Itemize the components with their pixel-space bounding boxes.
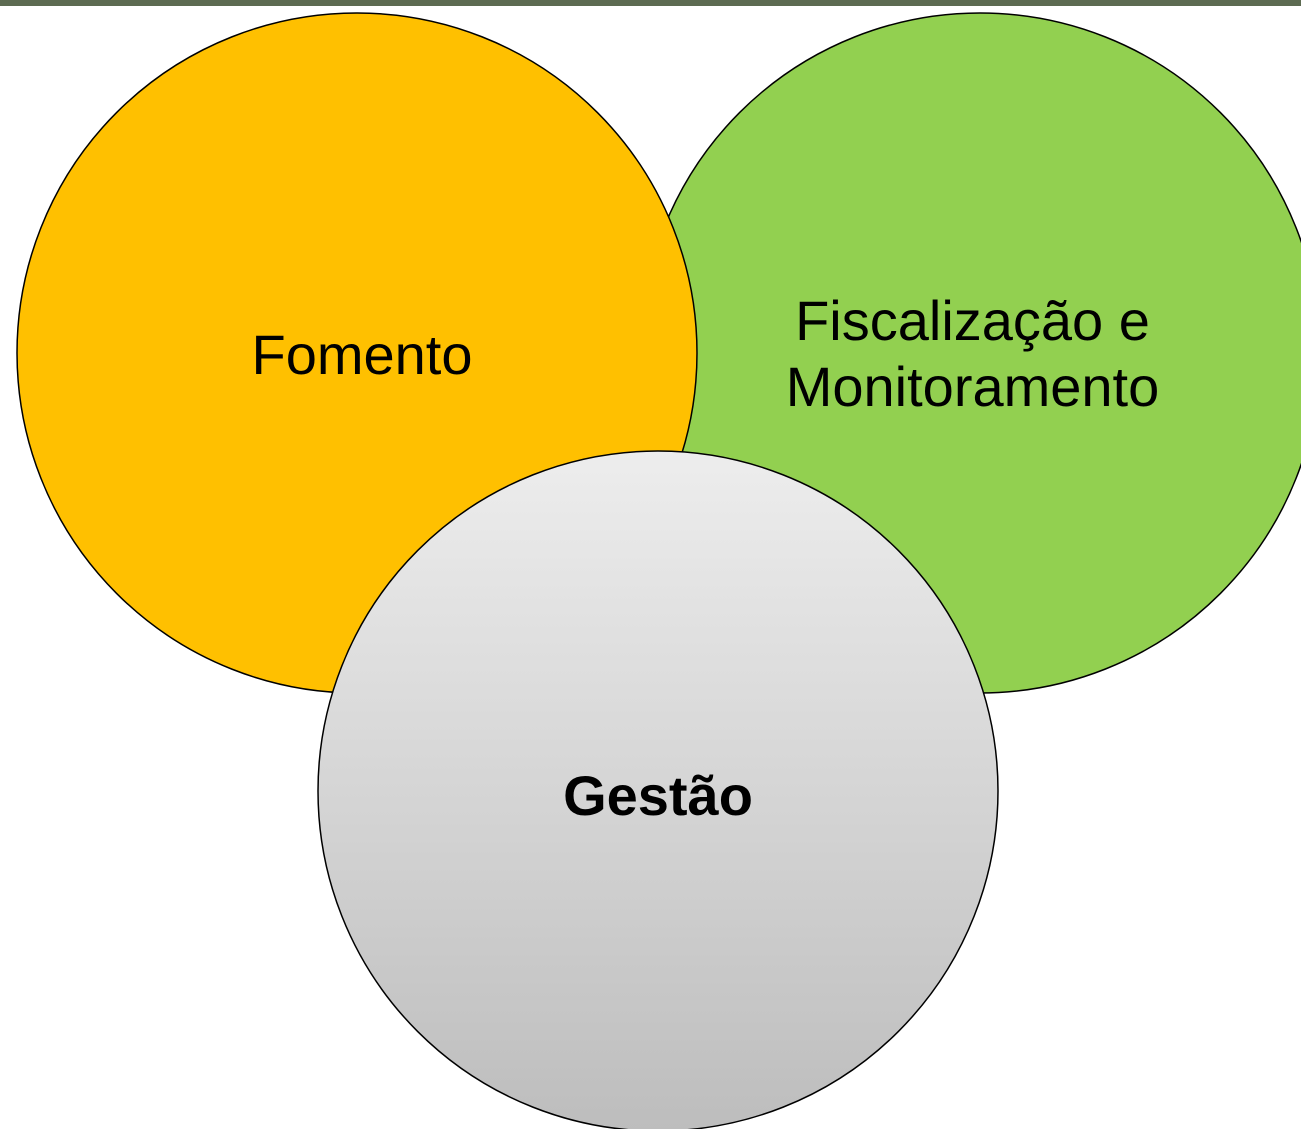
- gestao-label: Gestão: [563, 764, 753, 827]
- fiscalizacao-label: Fiscalização e Monitoramento: [735, 288, 1210, 420]
- fiscalizacao-label-line-1: Fiscalização e: [795, 289, 1150, 352]
- background-photo-strip: [0, 0, 1301, 6]
- fomento-label: Fomento: [251, 323, 473, 386]
- fiscalizacao-label-line-2: Monitoramento: [785, 355, 1160, 418]
- gestao-circle: [317, 450, 999, 1129]
